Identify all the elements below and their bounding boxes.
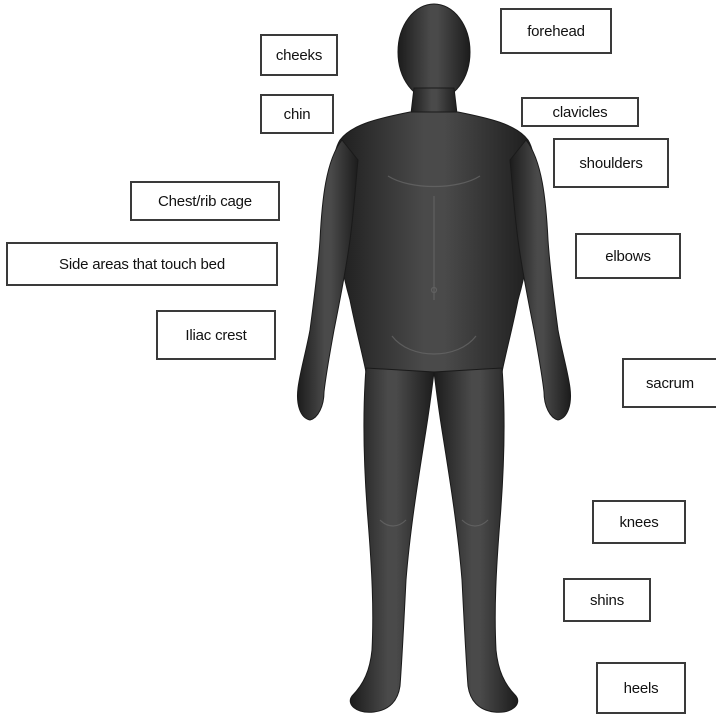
head-shape xyxy=(398,4,470,100)
label-heels: heels xyxy=(596,662,686,714)
label-knees: knees xyxy=(592,500,686,544)
left-leg-shape xyxy=(350,368,434,712)
label-cheeks: cheeks xyxy=(260,34,338,76)
right-leg-shape xyxy=(434,368,518,712)
label-elbows: elbows xyxy=(575,233,681,279)
label-iliac-crest: Iliac crest xyxy=(156,310,276,360)
label-shoulders: shoulders xyxy=(553,138,669,188)
label-chest-rib-cage: Chest/rib cage xyxy=(130,181,280,221)
label-side-areas: Side areas that touch bed xyxy=(6,242,278,286)
label-sacrum: sacrum xyxy=(622,358,716,408)
label-shins: shins xyxy=(563,578,651,622)
label-clavicles: clavicles xyxy=(521,97,639,127)
label-forehead: forehead xyxy=(500,8,612,54)
label-chin: chin xyxy=(260,94,334,134)
